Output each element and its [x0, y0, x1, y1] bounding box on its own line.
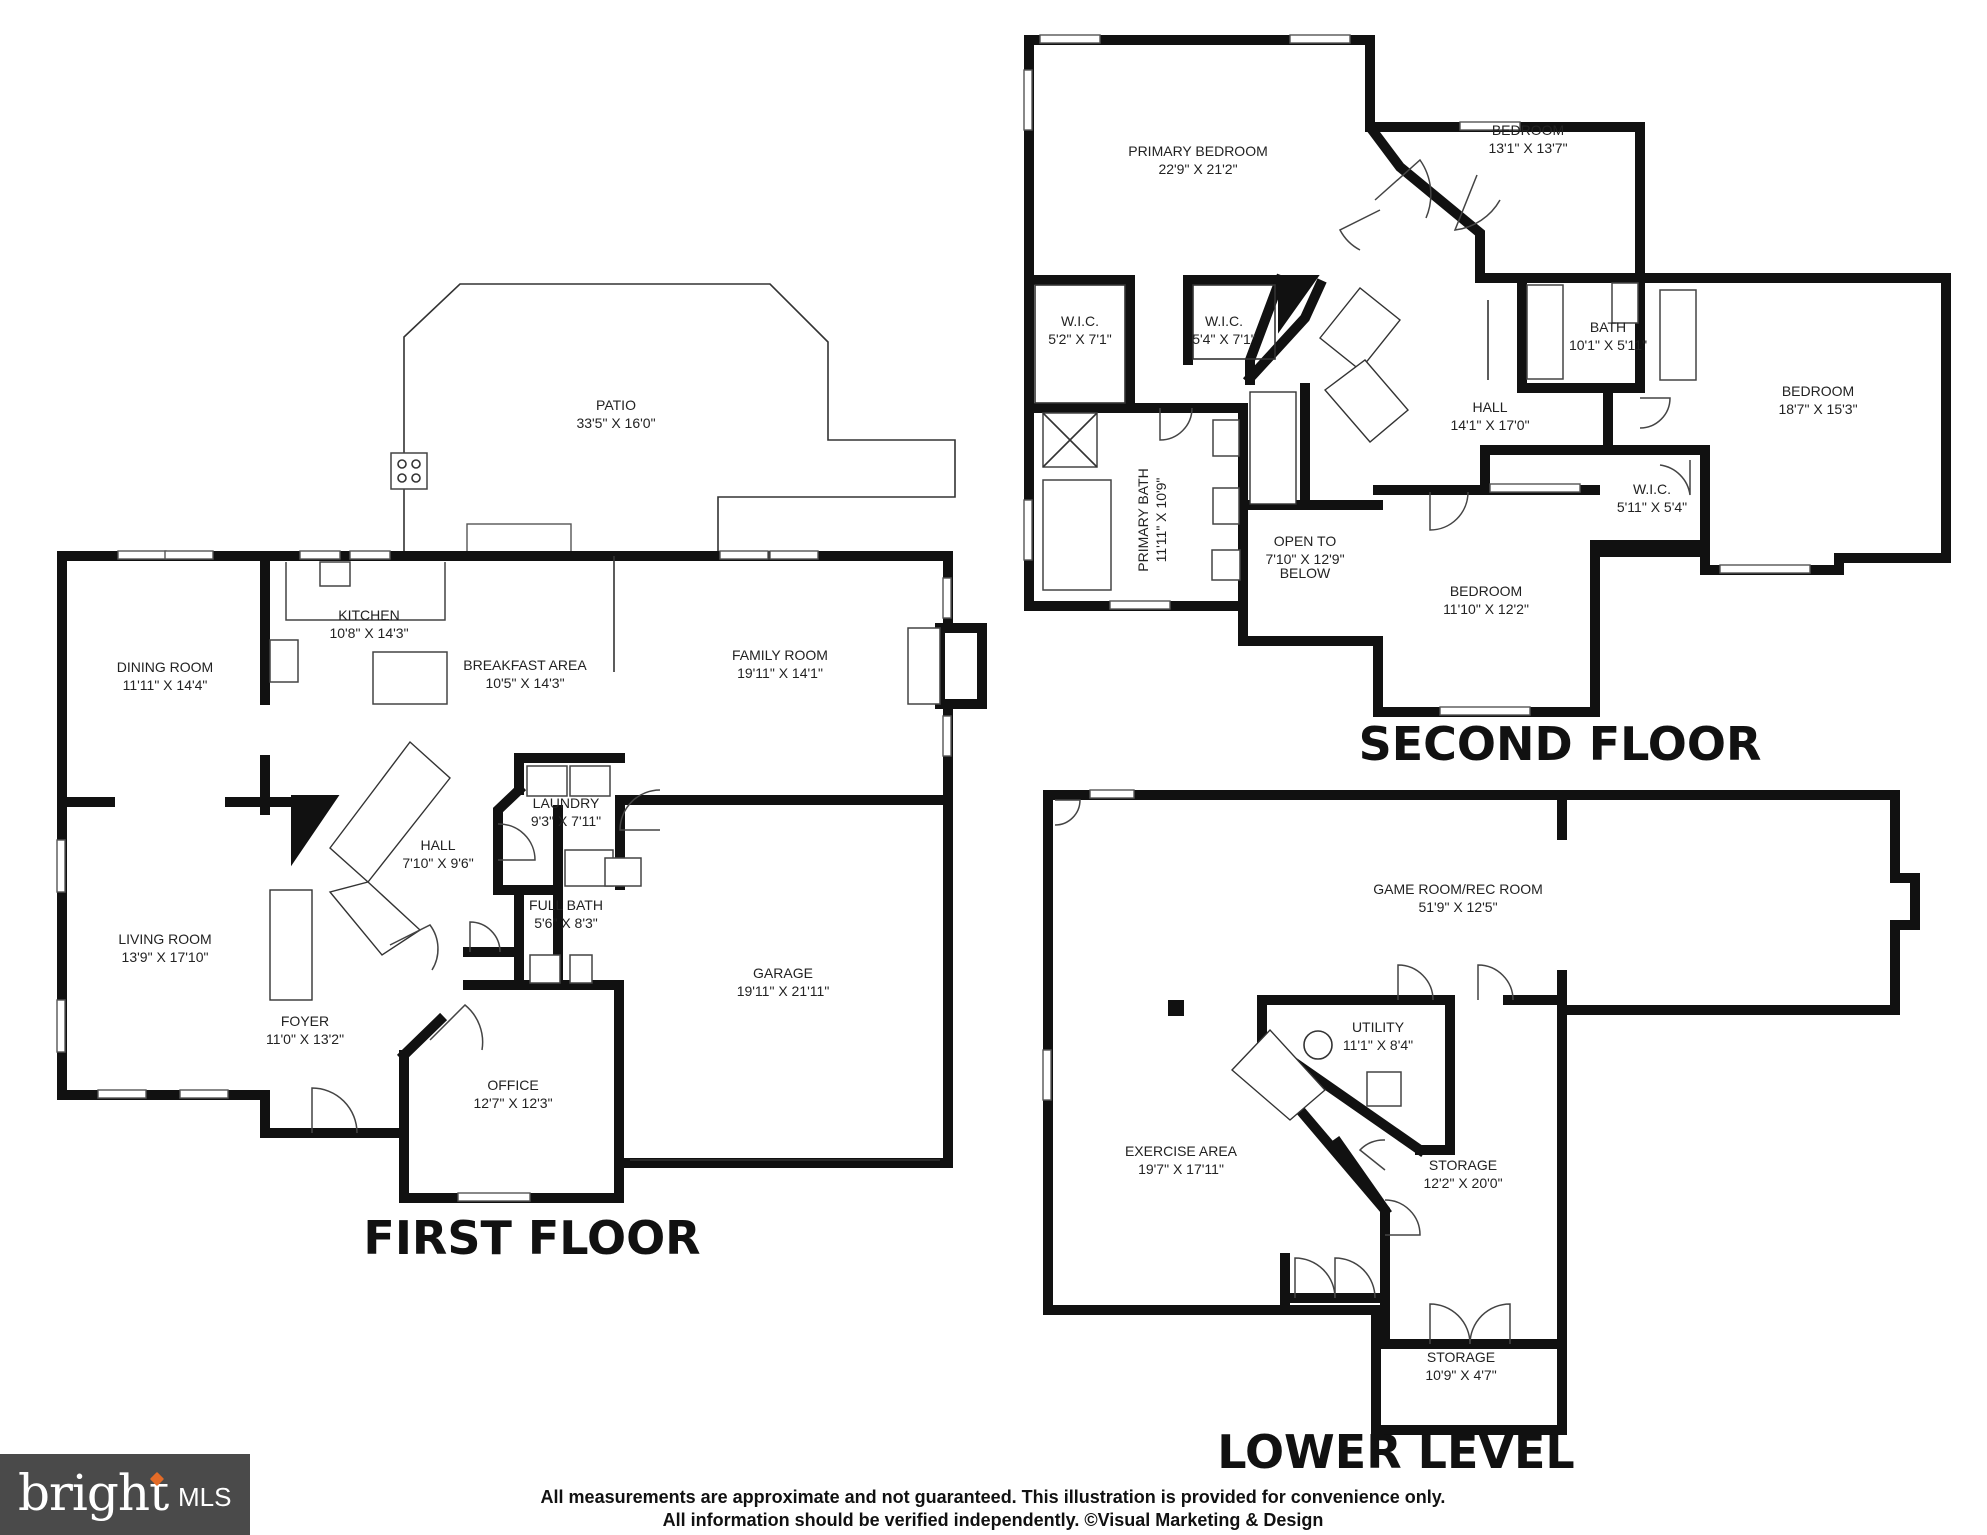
garage-dim: 19'11" X 21'11" [737, 983, 830, 999]
first-floor-plan [56, 283, 987, 1203]
primary-name: PRIMARY BEDROOM [1128, 143, 1268, 159]
dining-name: DINING ROOM [117, 659, 213, 675]
laundry-name: LAUNDRY [533, 795, 600, 811]
second-floor-outer-wall [1024, 35, 1951, 717]
hall2-name: HALL [1472, 399, 1507, 415]
wic3-dim: 5'11" X 5'4" [1617, 499, 1687, 515]
first-floor-stair-lower [328, 881, 422, 956]
primary-dim: 22'9" X 21'2" [1158, 161, 1237, 177]
exercise-name: EXERCISE AREA [1125, 1143, 1238, 1159]
office-dim: 12'7" X 12'3" [473, 1095, 552, 1111]
utility-name: UTILITY [1352, 1019, 1405, 1035]
gameroom-name: GAME ROOM/REC ROOM [1373, 881, 1543, 897]
bright-mls-logo: bright MLS [0, 1454, 250, 1535]
laundry-dim: 9'3" X 7'11" [531, 813, 601, 829]
wic1-dim: 5'2" X 7'1" [1048, 331, 1112, 347]
kitchen-dim: 10'8" X 14'3" [329, 625, 408, 641]
hall2-dim: 14'1" X 17'0" [1450, 417, 1529, 433]
living-name: LIVING ROOM [118, 931, 211, 947]
breakfast-name: BREAKFAST AREA [463, 657, 587, 673]
storage1-name: STORAGE [1429, 1157, 1497, 1173]
logo-suffix: MLS [178, 1482, 232, 1512]
disclaimer-line-2: All information should be verified indep… [663, 1510, 1324, 1530]
hall1-name: HALL [420, 837, 455, 853]
grill [390, 452, 428, 490]
bed2-dim: 13'1" X 13'7" [1488, 140, 1567, 156]
first-floor-title: FIRST FLOOR [363, 1211, 700, 1265]
foyer-name: FOYER [281, 1013, 329, 1029]
family-dim: 19'11" X 14'1" [737, 665, 823, 681]
lower-level-plan [1042, 789, 1920, 1435]
room-labels: PATIO 33'5" X 16'0" KITCHEN 10'8" X 14'3… [117, 122, 1858, 1383]
lower-level-outer-wall [1043, 790, 1920, 1349]
bed4-name: BEDROOM [1450, 583, 1522, 599]
office-door [429, 1003, 484, 1051]
primarybath-name: PRIMARY BATH [1135, 468, 1151, 571]
disclaimer-line-1: All measurements are approximate and not… [541, 1487, 1446, 1507]
breakfast-dim: 10'5" X 14'3" [485, 675, 564, 691]
office-name: OFFICE [487, 1077, 538, 1093]
kitchen-name: KITCHEN [338, 607, 399, 623]
utility-dim: 11'1" X 8'4" [1343, 1037, 1413, 1053]
primarybath-dim: 11'11" X 10'9" [1153, 478, 1169, 563]
bed4-dim: 11'10" X 12'2" [1443, 601, 1529, 617]
bath-dim: 10'1" X 5'11" [1569, 337, 1647, 353]
logo-brand: bright [18, 1464, 169, 1522]
living-dim: 13'9" X 17'10" [122, 949, 209, 965]
fullbath-name: FULL BATH [529, 897, 603, 913]
storage1-dim: 12'2" X 20'0" [1423, 1175, 1502, 1191]
wic2-dim: 5'4" X 7'1" [1192, 331, 1256, 347]
patio-name: PATIO [596, 397, 636, 413]
dining-dim: 11'11" X 14'4" [123, 677, 208, 693]
bed3-dim: 18'7" X 15'3" [1778, 401, 1857, 417]
second-floor-plan [1023, 34, 1951, 717]
wic1-name: W.I.C. [1061, 313, 1099, 329]
opento-extra: BELOW [1280, 565, 1331, 581]
kitchen-range [269, 639, 299, 683]
first-floor-stair-foyer [269, 889, 313, 1001]
second-floor-title: SECOND FLOOR [1359, 717, 1762, 771]
bath-name: BATH [1590, 319, 1626, 335]
family-name: FAMILY ROOM [732, 647, 828, 663]
kitchen-island [372, 651, 448, 705]
exercise-dim: 19'7" X 17'11" [1138, 1161, 1224, 1177]
second-floor-stair-mid [1323, 359, 1409, 443]
first-floor-stair-upper [329, 740, 451, 884]
second-floor-stair-upper [1319, 287, 1401, 371]
wic2-name: W.I.C. [1205, 313, 1243, 329]
foyer-dim: 11'0" X 13'2" [266, 1031, 344, 1047]
opento-name: OPEN TO [1274, 533, 1337, 549]
storage2-name: STORAGE [1427, 1349, 1495, 1365]
kitchen-sink [319, 561, 351, 587]
fullbath-dim: 5'6" X 8'3" [534, 915, 598, 931]
bed2-name: BEDROOM [1492, 122, 1564, 138]
lower-level-stair [1230, 1028, 1327, 1121]
lower-level-title: LOWER LEVEL [1217, 1425, 1574, 1479]
front-door [311, 1087, 358, 1134]
fireplace [935, 623, 987, 709]
patio-outline [403, 283, 956, 552]
second-floor-stair-lower [1249, 391, 1297, 505]
patio-dim: 33'5" X 16'0" [576, 415, 655, 431]
gameroom-dim: 51'9" X 12'5" [1418, 899, 1497, 915]
storage2-dim: 10'9" X 4'7" [1425, 1367, 1496, 1383]
garage-name: GARAGE [753, 965, 813, 981]
bed3-name: BEDROOM [1782, 383, 1854, 399]
hall1-dim: 7'10" X 9'6" [402, 855, 473, 871]
patio-door [466, 523, 572, 553]
wic3-name: W.I.C. [1633, 481, 1671, 497]
opento-dim: 7'10" X 12'9" [1265, 551, 1344, 567]
